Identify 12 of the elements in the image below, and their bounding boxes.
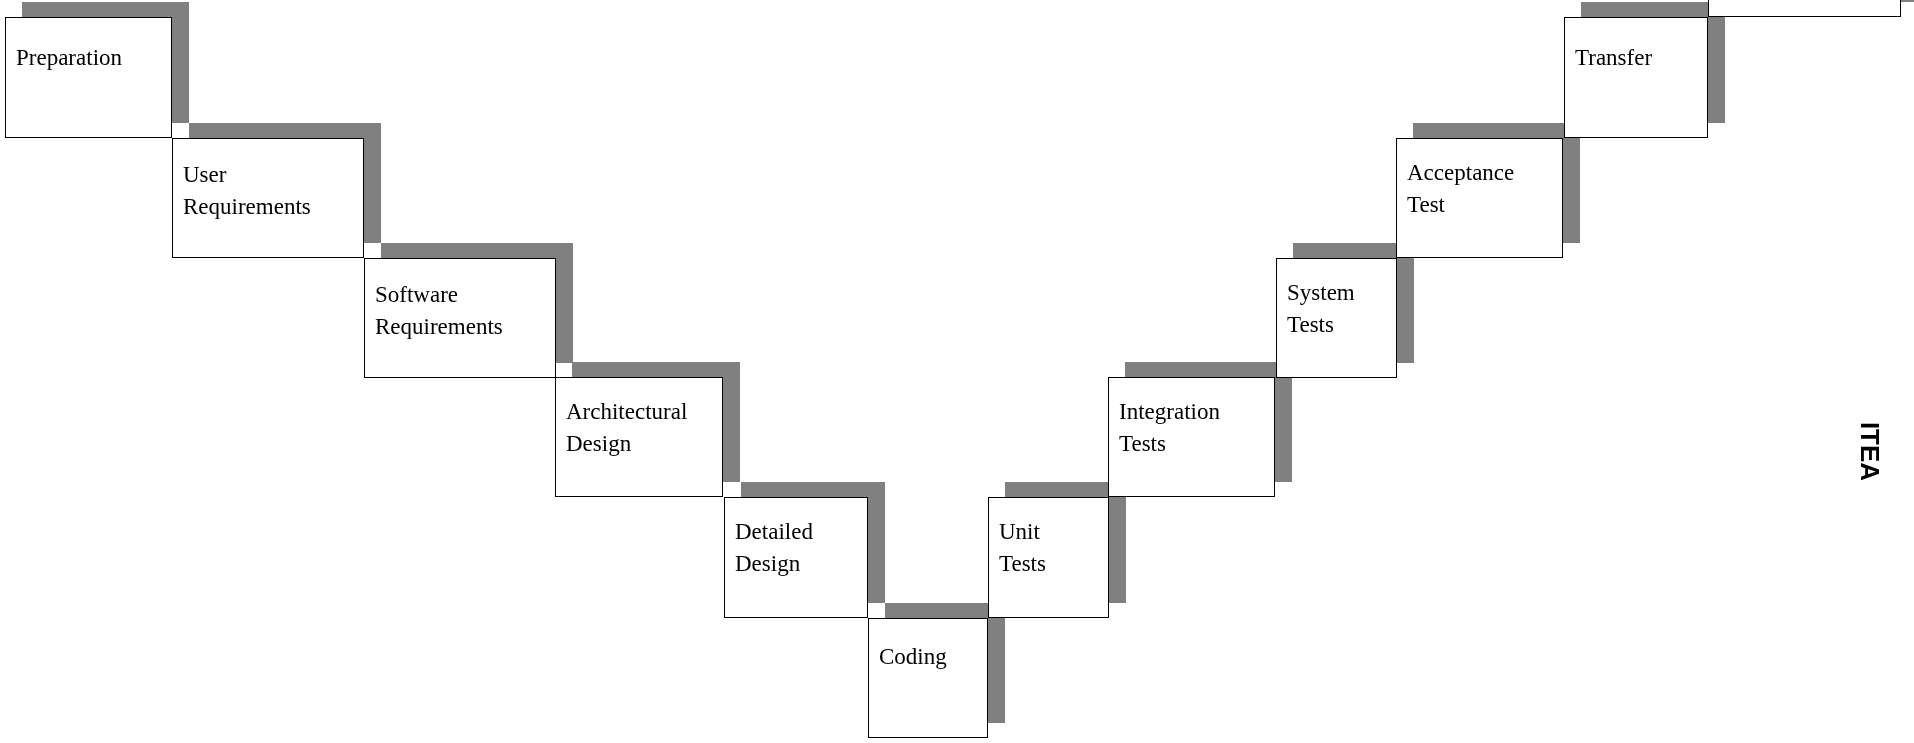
step-label: Unit Tests [999,518,1047,578]
step-label: Architectural Design [566,398,689,458]
step-label: User Requirements [183,161,312,221]
step-label: Preparation [16,44,123,72]
side-label: ITEA [1853,421,1885,481]
step-label: Detailed Design [735,518,814,578]
step-label: Transfer [1575,44,1654,72]
step-label: Integration Tests [1119,398,1221,458]
step-label: System Tests [1287,279,1356,339]
step-label: Coding [879,643,948,671]
step-label: Acceptance Test [1407,159,1516,219]
step-label: Software Requirements [375,281,504,341]
